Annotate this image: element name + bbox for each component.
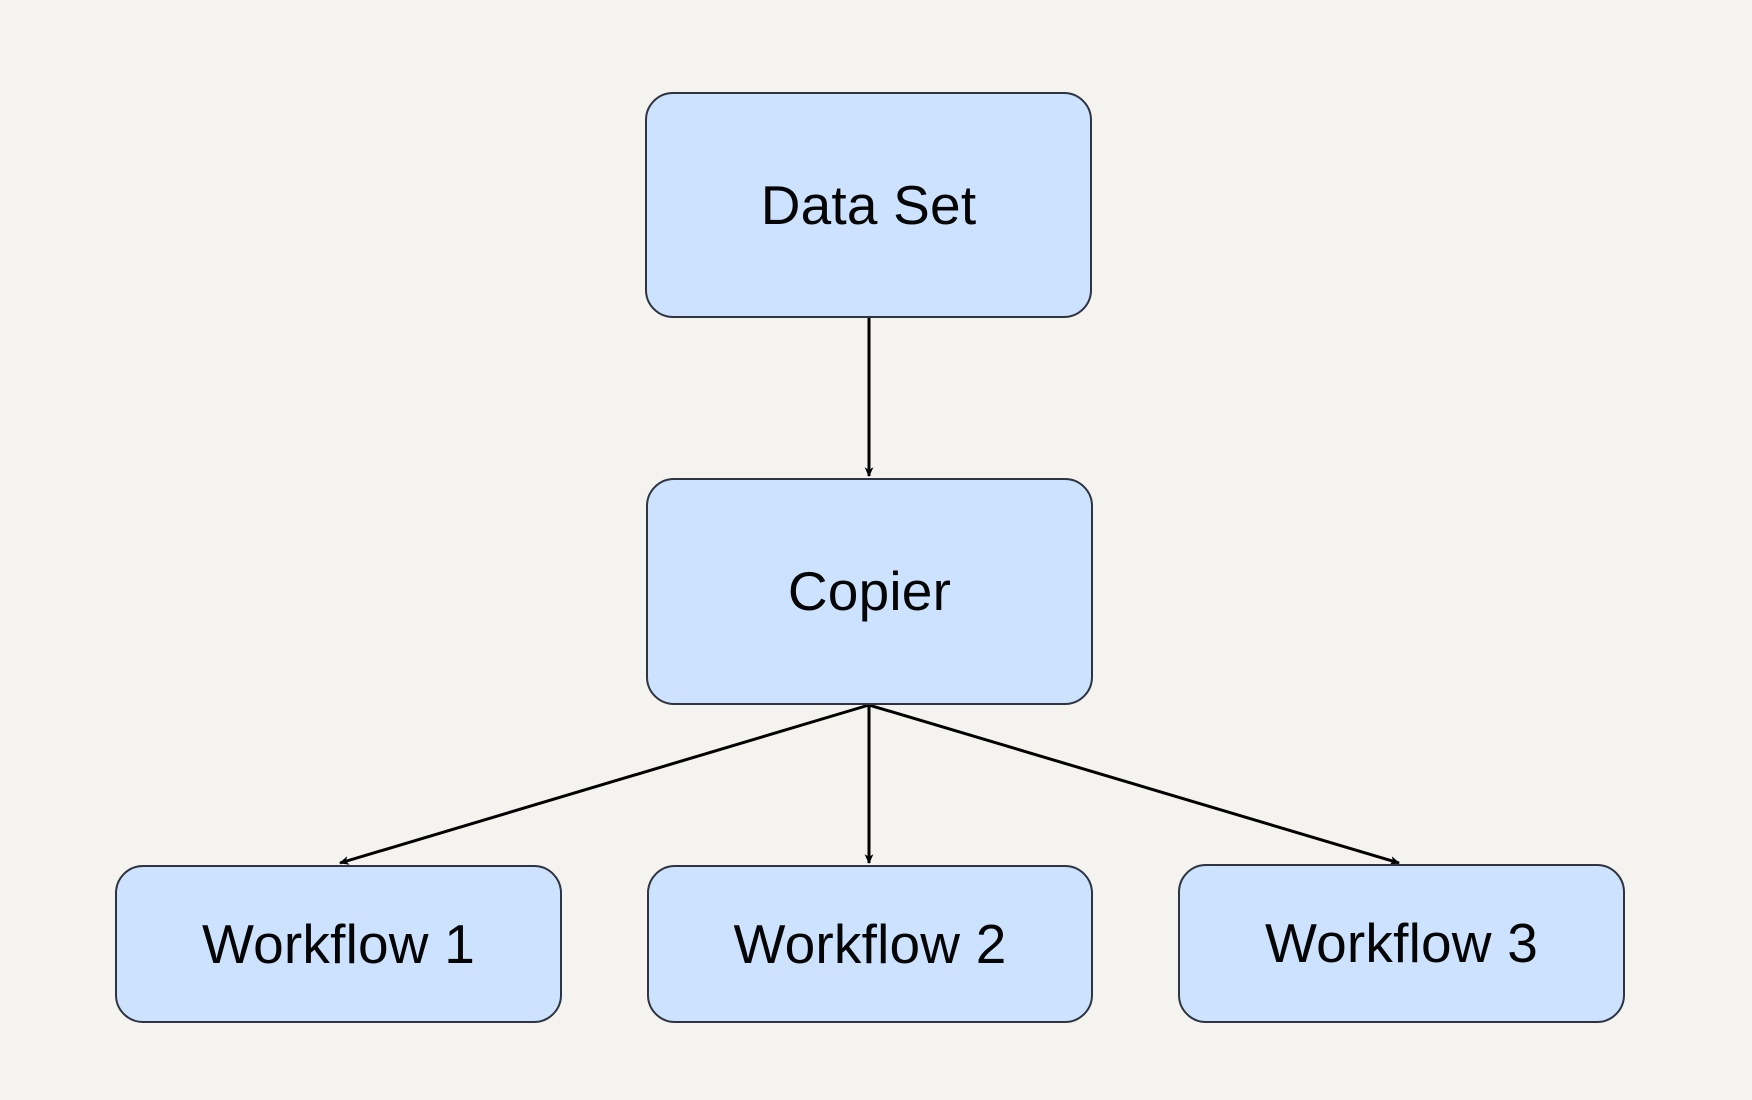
node-copier[interactable]: Copier [646,478,1093,705]
edge-copier-to-workflow3 [868,703,1400,865]
node-dataset-label: Data Set [760,173,977,236]
node-workflow-2[interactable]: Workflow 2 [647,865,1093,1023]
node-workflow-1[interactable]: Workflow 1 [115,865,562,1023]
node-workflow-2-label: Workflow 2 [733,912,1007,975]
node-workflow-1-label: Workflow 1 [202,912,475,975]
node-workflow-3[interactable]: Workflow 3 [1178,864,1625,1023]
node-workflow-3-label: Workflow 3 [1265,912,1538,974]
edge-copier-to-workflow1 [339,703,870,865]
node-dataset[interactable]: Data Set [645,92,1092,318]
node-copier-label: Copier [787,560,952,622]
